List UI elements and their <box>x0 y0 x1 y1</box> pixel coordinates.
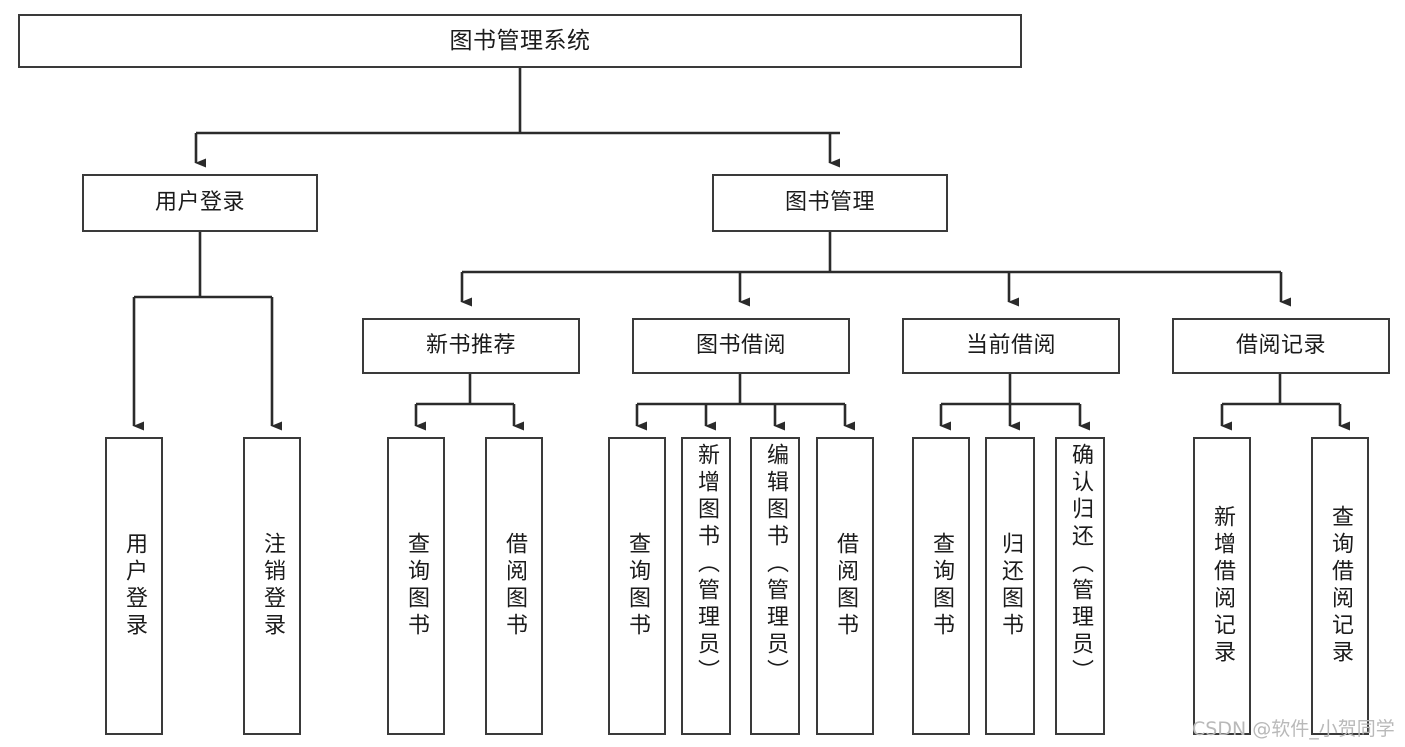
node-label: 用户登录 <box>122 532 147 640</box>
node-label: 确认归还（管理员） <box>1068 443 1093 686</box>
node-label: 归还图书 <box>998 532 1023 640</box>
node-borrowing-records[interactable]: 借阅记录 <box>1172 318 1390 374</box>
node-label: 编辑图书（管理员） <box>763 443 788 686</box>
leaf-borrow-book-borrowing[interactable]: 借阅图书 <box>816 437 874 735</box>
node-label: 图书管理 <box>784 190 875 216</box>
node-label: 借阅记录 <box>1235 333 1326 359</box>
node-label: 当前借阅 <box>965 333 1056 359</box>
leaf-edit-book-admin[interactable]: 编辑图书（管理员） <box>750 437 800 735</box>
leaf-logout[interactable]: 注销登录 <box>243 437 301 735</box>
node-label: 新书推荐 <box>425 333 516 359</box>
node-label: 借阅图书 <box>833 532 858 640</box>
node-label: 查询图书 <box>929 532 954 640</box>
leaf-query-borrowing-record[interactable]: 查询借阅记录 <box>1311 437 1369 735</box>
node-user-login[interactable]: 用户登录 <box>82 174 318 232</box>
leaf-user-login[interactable]: 用户登录 <box>105 437 163 735</box>
node-book-borrowing[interactable]: 图书借阅 <box>632 318 850 374</box>
leaf-query-book-recommendation[interactable]: 查询图书 <box>387 437 445 735</box>
leaf-confirm-return-admin[interactable]: 确认归还（管理员） <box>1055 437 1105 735</box>
node-new-book-recommendation[interactable]: 新书推荐 <box>362 318 580 374</box>
leaf-query-book-borrowing[interactable]: 查询图书 <box>608 437 666 735</box>
node-label: 查询图书 <box>404 532 429 640</box>
leaf-query-book-current[interactable]: 查询图书 <box>912 437 970 735</box>
node-book-management[interactable]: 图书管理 <box>712 174 948 232</box>
node-current-borrowing[interactable]: 当前借阅 <box>902 318 1120 374</box>
node-label: 查询借阅记录 <box>1328 505 1353 667</box>
leaf-add-book-admin[interactable]: 新增图书（管理员） <box>681 437 731 735</box>
leaf-return-book[interactable]: 归还图书 <box>985 437 1035 735</box>
node-root-book-management-system[interactable]: 图书管理系统 <box>18 14 1022 68</box>
node-label: 用户登录 <box>154 190 245 216</box>
node-label: 借阅图书 <box>502 532 527 640</box>
node-label: 图书借阅 <box>695 333 786 359</box>
node-label: 查询图书 <box>625 532 650 640</box>
leaf-add-borrowing-record[interactable]: 新增借阅记录 <box>1193 437 1251 735</box>
node-label: 图书管理系统 <box>449 27 591 54</box>
node-label: 新增借阅记录 <box>1210 505 1235 667</box>
node-label: 新增图书（管理员） <box>694 443 719 686</box>
leaf-borrow-book-recommendation[interactable]: 借阅图书 <box>485 437 543 735</box>
node-label: 注销登录 <box>260 532 285 640</box>
